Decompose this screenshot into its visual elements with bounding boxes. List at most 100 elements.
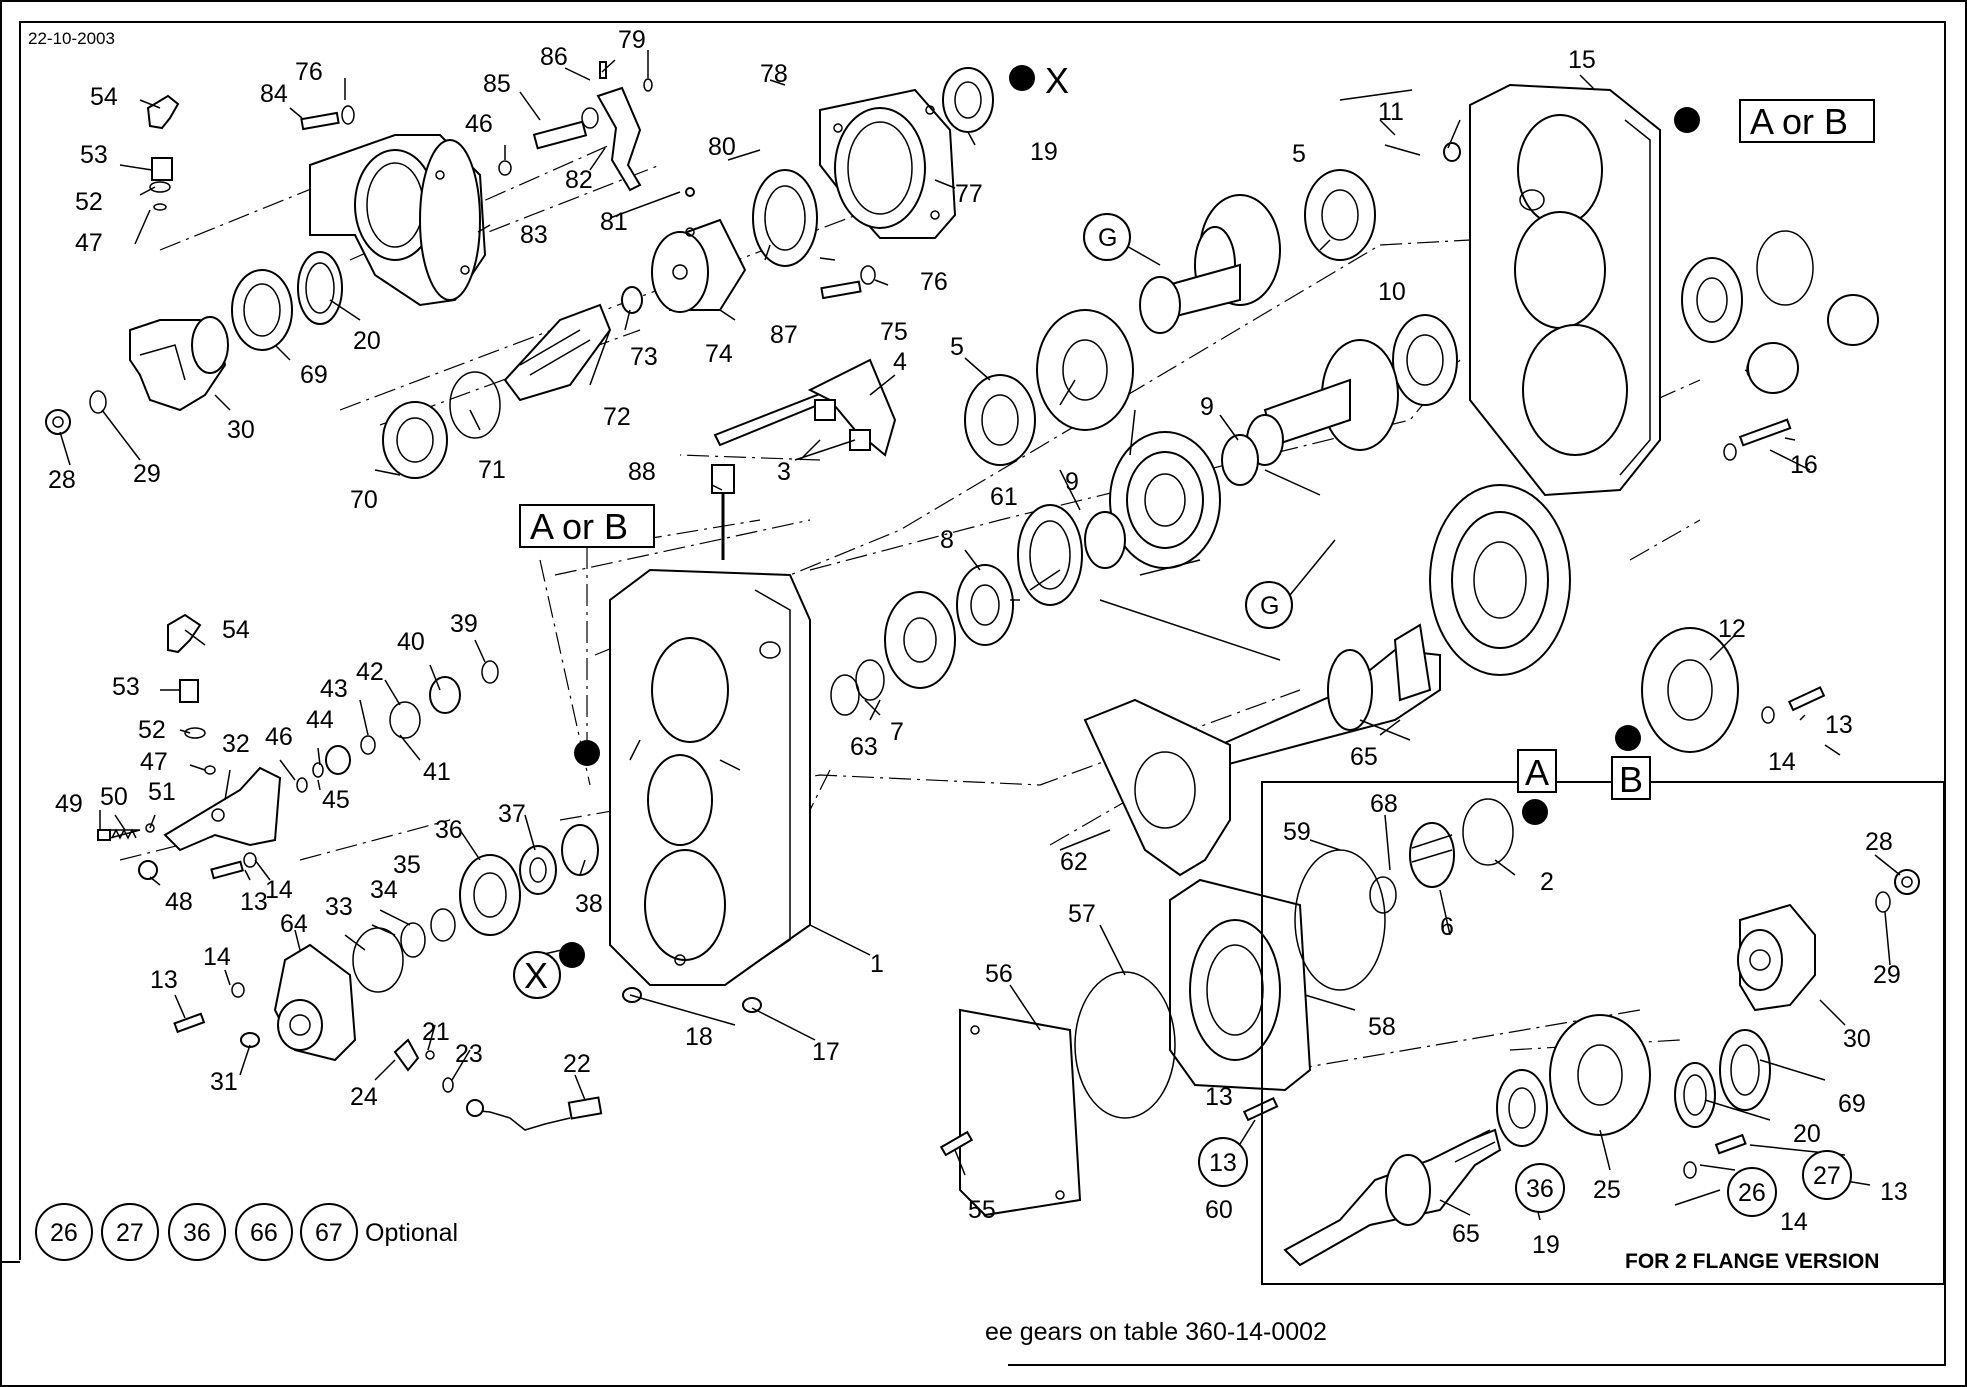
callout-13: 13 xyxy=(1209,1149,1237,1177)
part-label: 5 xyxy=(950,333,964,361)
footer-note: ee gears on table 360-14-0002 xyxy=(985,1318,1327,1346)
marker-g-top-ring xyxy=(1083,213,1131,261)
bolt-13-14-left xyxy=(210,852,257,880)
circlip-79 xyxy=(643,78,653,92)
inset-o-ring-29 xyxy=(1875,891,1891,913)
marker-a: A xyxy=(1525,752,1549,793)
circlip-68 xyxy=(1369,876,1397,914)
marker-g-lower-ring xyxy=(1245,581,1293,629)
end-cover-77 xyxy=(819,88,957,239)
sensor-bracket-24 xyxy=(393,1038,454,1093)
seal-20 xyxy=(297,251,343,325)
circlip-63 xyxy=(830,674,860,716)
optional-item: 66 xyxy=(250,1219,278,1247)
part-label: 74 xyxy=(705,340,733,368)
part-label: 24 xyxy=(350,1083,378,1111)
part-label: 9 xyxy=(1200,393,1214,421)
part-label: 19 xyxy=(1030,138,1058,166)
part-label: 43 xyxy=(320,675,348,703)
part-label: 25 xyxy=(1593,1176,1621,1204)
part-label: 16 xyxy=(1790,451,1818,479)
part-label: 44 xyxy=(306,706,334,734)
inset-title: FOR 2 FLANGE VERSION xyxy=(1625,1250,1879,1273)
part-label: 5 xyxy=(1292,140,1306,168)
part-label: 46 xyxy=(465,110,493,138)
gasket-62 xyxy=(1083,698,1231,877)
bearing-5-upper xyxy=(1304,169,1376,261)
nut-28 xyxy=(45,409,71,435)
optional-legend: 26 27 36 66 67 Optional xyxy=(35,1203,458,1261)
bolt-60 xyxy=(1242,1096,1279,1122)
gear-8 xyxy=(956,564,1014,646)
optional-item: 67 xyxy=(315,1219,343,1247)
flange-58 xyxy=(1169,878,1312,1092)
markers: X A or B A or B X A B G G xyxy=(513,60,1875,999)
circlip-7 xyxy=(855,659,885,701)
o-ring-46 xyxy=(296,777,308,793)
marker-b-box xyxy=(1611,756,1651,800)
marker-x-housing-dot xyxy=(559,942,585,968)
needle-bearing-9-lower xyxy=(1084,511,1126,569)
part-label: 9 xyxy=(1065,468,1079,496)
part-label: 3 xyxy=(777,458,791,486)
part-label: 6 xyxy=(1440,913,1454,941)
part-label: 54 xyxy=(90,83,118,111)
bearing-70 xyxy=(382,401,448,479)
part-label: 58 xyxy=(1368,1013,1396,1041)
part-label: 37 xyxy=(498,800,526,828)
part-label: 23 xyxy=(455,1040,483,1068)
inset-bolt-13 xyxy=(1683,1133,1747,1179)
callout-36-inset: 36 xyxy=(1526,1175,1554,1203)
part-label: 63 xyxy=(850,733,878,761)
ball-81 xyxy=(685,187,695,197)
spacer-37 xyxy=(519,845,557,895)
breather-54-53-lower xyxy=(167,613,216,775)
o-ring-57 xyxy=(1074,971,1176,1119)
o-ring-29 xyxy=(89,390,107,414)
part-label: 14 xyxy=(203,943,231,971)
part-label: 48 xyxy=(165,888,193,916)
part-label: 73 xyxy=(630,343,658,371)
part-label: 28 xyxy=(48,466,76,494)
spring-50-pin-49 xyxy=(97,828,141,841)
marker-x-housing-ring xyxy=(513,951,561,999)
plug-31 xyxy=(240,1032,260,1048)
breather-88 xyxy=(711,464,735,560)
bearing-36-left xyxy=(459,854,521,936)
marker-g-lower: G xyxy=(1260,592,1279,620)
marker-a-or-b-housing-dot xyxy=(574,740,600,766)
optional-item: 27 xyxy=(116,1219,144,1247)
inset-nut-28 xyxy=(1894,869,1920,895)
cover-12 xyxy=(1641,627,1739,753)
piston-40-44 xyxy=(325,676,461,775)
part-label: 68 xyxy=(1370,790,1398,818)
drawing-border xyxy=(19,21,1946,1366)
part-label: 14 xyxy=(1768,748,1796,776)
part-label: 47 xyxy=(75,229,103,257)
part-label: 64 xyxy=(280,910,308,938)
part-label: 62 xyxy=(1060,848,1088,876)
part-label: 70 xyxy=(350,486,378,514)
optional-item: 36 xyxy=(183,1219,211,1247)
marker-a-or-b-housing: A or B xyxy=(530,506,628,547)
callout-26-inset: 26 xyxy=(1738,1179,1766,1207)
flange-housing-83 xyxy=(309,134,487,307)
part-label: 20 xyxy=(353,327,381,355)
o-ring-43 xyxy=(360,735,376,755)
part-label: 53 xyxy=(112,673,140,701)
circlip-33 xyxy=(352,927,404,993)
part-label: 42 xyxy=(356,658,384,686)
circlip-35 xyxy=(430,908,456,942)
cover-64 xyxy=(273,943,357,1062)
part-label: 40 xyxy=(397,628,425,656)
inset-flange-25 xyxy=(1549,1014,1651,1136)
part-label: 19 xyxy=(1532,1231,1560,1259)
marker-x-top: X xyxy=(1045,60,1069,101)
marker-b: B xyxy=(1619,759,1643,800)
shift-fork-82 xyxy=(532,61,642,192)
bolt-16 xyxy=(1723,418,1792,461)
part-label: 71 xyxy=(478,456,506,484)
part-label: 81 xyxy=(600,208,628,236)
needle-bearing-38 xyxy=(561,824,599,876)
part-label: 72 xyxy=(603,403,631,431)
